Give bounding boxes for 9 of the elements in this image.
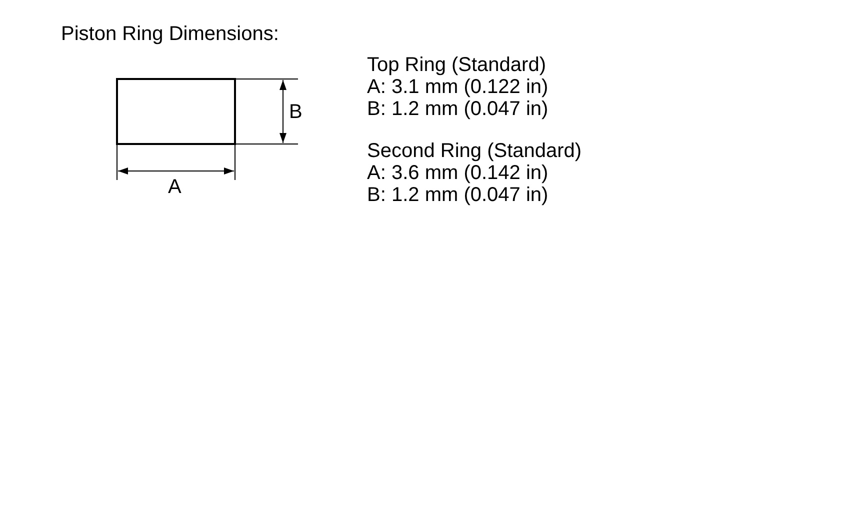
diagram-title: Piston Ring Dimensions: xyxy=(61,23,279,45)
dimension-label: B xyxy=(289,101,302,123)
dimension-label: A xyxy=(168,176,182,198)
spec-value: A: 3.6 mm (0.142 in) xyxy=(367,162,548,184)
spec-value: B: 1.2 mm (0.047 in) xyxy=(367,98,548,120)
spec-heading: Top Ring (Standard) xyxy=(367,54,546,76)
spec-value: A: 3.1 mm (0.122 in) xyxy=(367,76,548,98)
spec-heading: Second Ring (Standard) xyxy=(367,140,582,162)
spec-value: B: 1.2 mm (0.047 in) xyxy=(367,184,548,206)
